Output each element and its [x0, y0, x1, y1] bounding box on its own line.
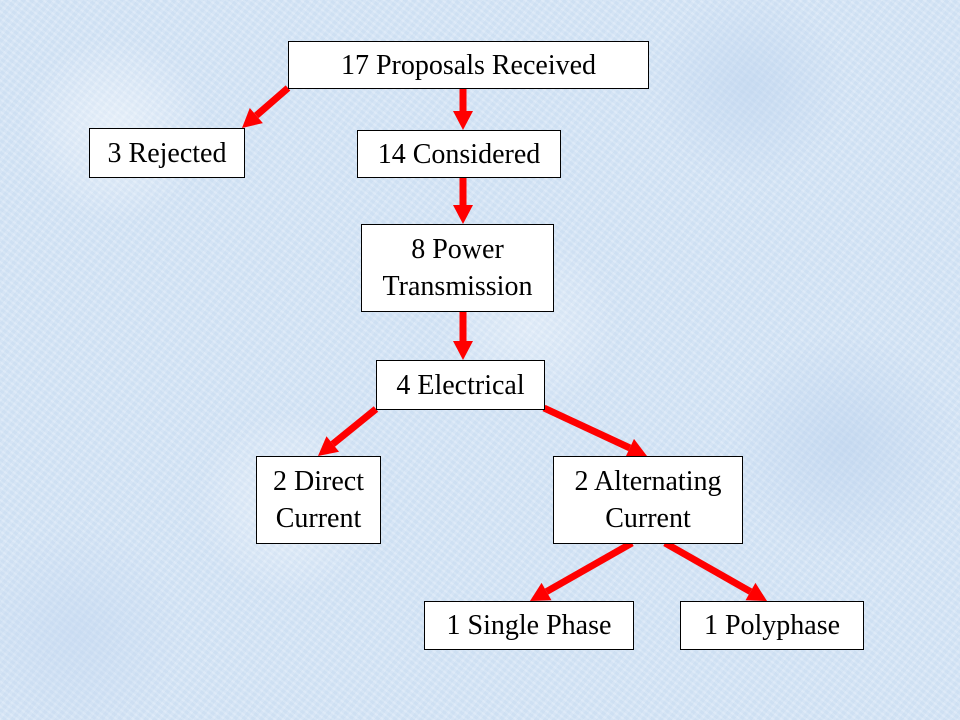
arrow-shaft: [542, 404, 632, 452]
node-label-line-2: Transmission: [382, 271, 533, 302]
node-label: 3 Rejected: [107, 137, 227, 169]
arrow-shaft: [459, 88, 467, 111]
node-proposals-received: 17 Proposals Received: [288, 41, 649, 89]
node-label: 1 Single Phase: [446, 610, 612, 641]
arrow-considered-to-power: [453, 177, 473, 224]
node-label: 17 Proposals Received: [340, 49, 597, 81]
arrow-electrical-to-direct: [318, 406, 379, 456]
arrow-shaft: [663, 539, 753, 595]
node-single-phase: 1 Single Phase: [424, 601, 634, 650]
arrow-head: [530, 582, 552, 601]
node-considered: 14 Considered: [357, 130, 561, 178]
node-label-line-2: Current: [605, 503, 691, 534]
arrow-alternating-to-poly: [663, 539, 767, 601]
node-power-transmission: 8 Power Transmission: [361, 224, 554, 312]
arrow-head: [453, 111, 473, 130]
node-alternating-current: 2 Alternating Current: [553, 456, 743, 544]
arrow-power-to-electrical: [453, 311, 473, 360]
arrow-electrical-to-alternating: [542, 404, 647, 458]
node-label: 14 Considered: [377, 138, 541, 170]
arrow-shaft: [459, 177, 467, 205]
node-rejected: 3 Rejected: [89, 128, 245, 178]
arrow-head: [625, 438, 647, 458]
arrow-shaft: [254, 85, 291, 119]
node-label: 1 Polyphase: [703, 610, 841, 641]
node-label-line-1: 8 Power: [411, 234, 504, 265]
arrow-proposals-to-rejected: [242, 85, 291, 128]
node-label: 4 Electrical: [396, 369, 525, 401]
node-label-line-1: 2 Direct: [273, 466, 364, 497]
arrow-alternating-to-single: [530, 539, 634, 601]
node-label-line-1: 2 Alternating: [574, 466, 722, 497]
node-direct-current: 2 Direct Current: [256, 456, 381, 544]
arrow-proposals-to-considered: [453, 88, 473, 130]
node-polyphase: 1 Polyphase: [680, 601, 864, 650]
arrow-head: [318, 436, 340, 456]
arrow-shaft: [544, 539, 634, 595]
arrow-head: [745, 582, 767, 601]
arrow-shaft: [459, 311, 467, 341]
arrow-shaft: [330, 406, 379, 447]
arrow-head: [242, 107, 263, 128]
arrow-head: [453, 341, 473, 360]
arrow-head: [453, 205, 473, 224]
node-electrical: 4 Electrical: [376, 360, 545, 410]
node-label-line-2: Current: [275, 503, 362, 534]
